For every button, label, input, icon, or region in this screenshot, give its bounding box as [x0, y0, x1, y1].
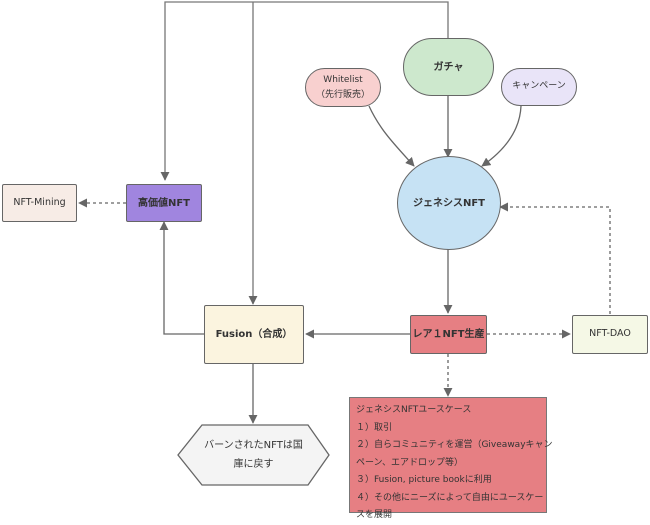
- nft-mining-node[interactable]: NFT-Mining: [2, 184, 77, 222]
- genesis-label: ジェネシスNFT: [412, 197, 486, 209]
- burned-label-line1: バーンされたNFTは国: [204, 440, 303, 451]
- high-value-label: 高価値NFT: [137, 197, 191, 209]
- usecase-node[interactable]: ジェネシスNFTユースケース １）取引 ２）自らコミュニティを運営（Giveaw…: [349, 397, 553, 520]
- nft-dao-node[interactable]: NFT-DAO: [572, 315, 648, 354]
- whitelist-label-line1: Whitelist: [323, 75, 363, 86]
- usecase-line: ３）Fusion, picture bookに利用: [356, 475, 492, 486]
- burned-node-shape: [177, 424, 330, 486]
- fusion-node[interactable]: Fusion（合成）: [204, 305, 304, 364]
- rare1-label: レア１NFT生産: [412, 329, 485, 340]
- edge-campaign-to-genesis: [481, 105, 522, 167]
- edge-whitelist-to-genesis: [368, 105, 415, 167]
- gacha-node[interactable]: ガチャ: [403, 38, 494, 96]
- usecase-line: ４）その他にニーズによって自由にユースケー: [356, 492, 544, 503]
- gacha-label: ガチャ: [433, 61, 464, 73]
- edge-gacha-to-high-value: [160, 1, 449, 181]
- nft-mining-label: NFT-Mining: [13, 196, 66, 208]
- high-value-node[interactable]: 高価値NFT: [126, 184, 202, 222]
- usecase-line: １）取引: [356, 422, 393, 433]
- whitelist-node[interactable]: Whitelist （先行販売）: [305, 68, 381, 107]
- burned-label-line2: 庫に戻す: [233, 459, 274, 470]
- rare1-node[interactable]: レア１NFT生産: [410, 315, 487, 354]
- campaign-node[interactable]: キャンペーン: [501, 68, 577, 106]
- genesis-node[interactable]: ジェネシスNFT: [397, 156, 501, 250]
- nft-dao-label: NFT-DAO: [589, 328, 631, 340]
- edge-fusion-to-high-value: [159, 221, 204, 335]
- usecase-line: スを展開: [356, 510, 393, 521]
- usecase-line: ペーン、エアドロップ等）: [356, 457, 464, 468]
- usecase-line: ジェネシスNFTユースケース: [356, 405, 472, 415]
- campaign-label: キャンペーン: [512, 81, 566, 92]
- burned-node[interactable]: バーンされたNFTは国 庫に戻す: [178, 425, 329, 485]
- whitelist-label-line2: （先行販売）: [315, 89, 370, 100]
- fusion-label: Fusion（合成）: [215, 329, 293, 340]
- edge-nft-dao-to-genesis: [499, 202, 611, 314]
- usecase-line: ２）自らコミュニティを運営（Giveawayキャン: [356, 440, 553, 451]
